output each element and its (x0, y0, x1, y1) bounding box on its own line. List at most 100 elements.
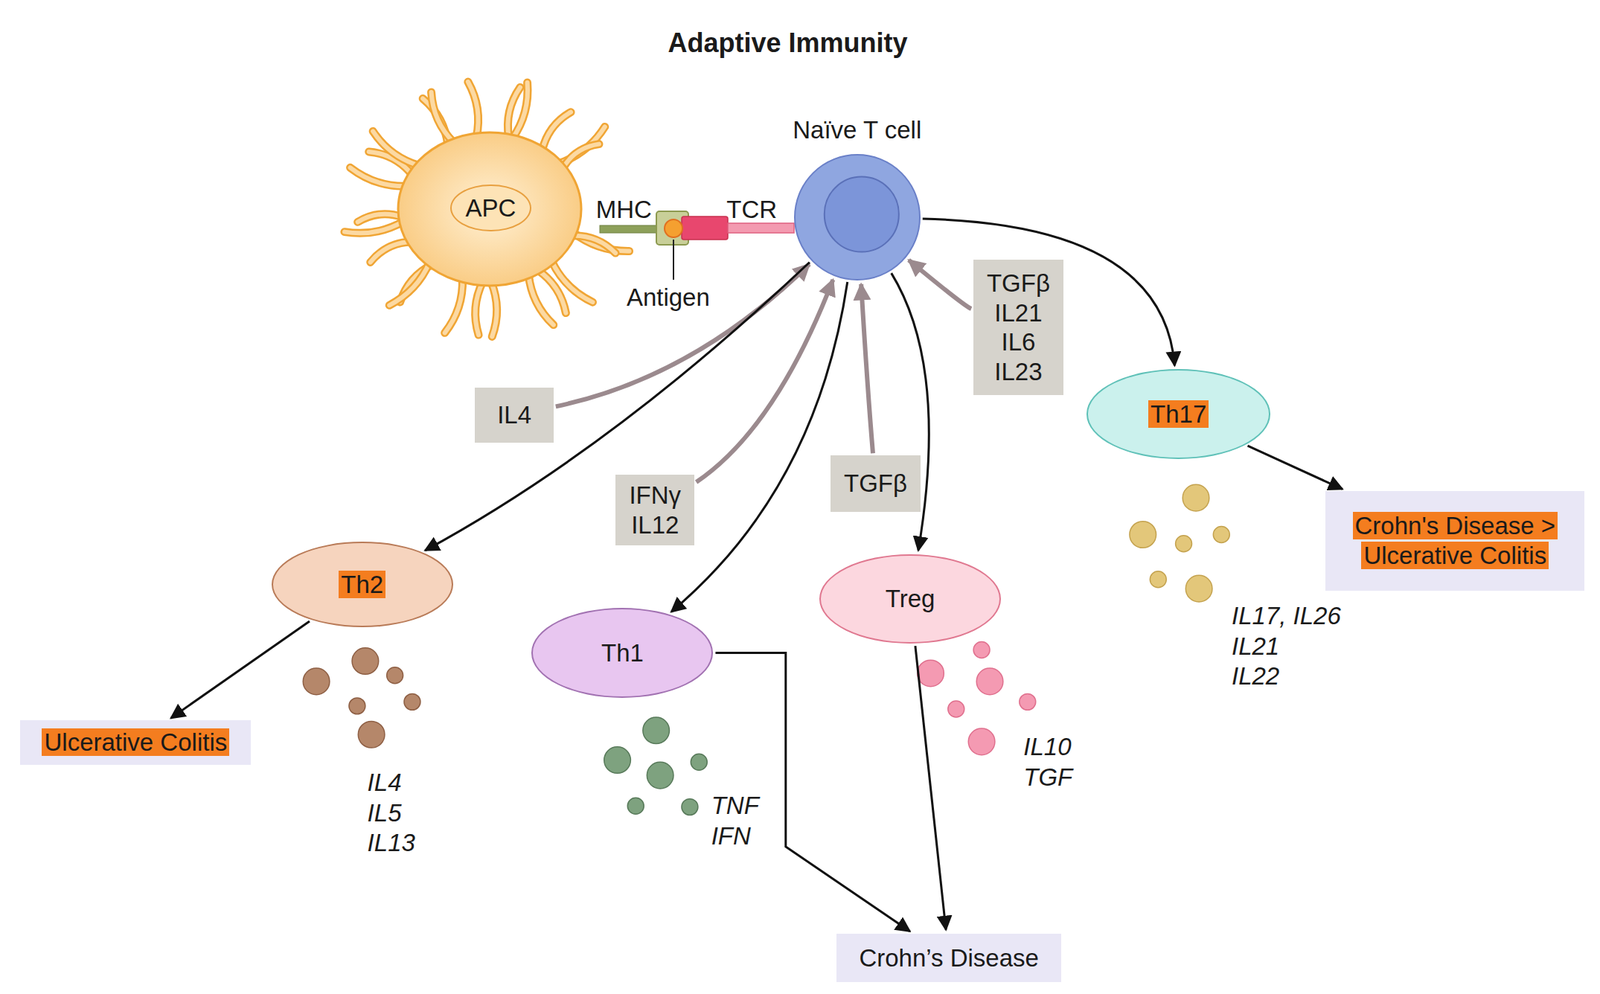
tcr-stalk (727, 223, 795, 233)
cytokine-label: IL17, IL26 (1231, 602, 1342, 631)
dendrite (475, 282, 483, 335)
dendrite (372, 130, 419, 166)
differentiation-arrow (1248, 445, 1343, 489)
cytokine-dots (302, 484, 1230, 815)
dendrite (571, 235, 616, 254)
differentiation-arrow (171, 621, 310, 719)
apc-body (398, 132, 582, 286)
part-label: MHC (596, 195, 652, 224)
cell-ellipse: Treg (819, 554, 1001, 645)
node-text: IL4 (497, 400, 532, 431)
dendrite (344, 221, 404, 233)
cytokine-label: IL5 (367, 799, 402, 828)
dendrite (350, 167, 407, 187)
cytokine-dot (604, 747, 632, 774)
node-text: APC (465, 193, 517, 224)
tcr-block (681, 216, 728, 240)
cytokine-label: TGF (1023, 763, 1073, 792)
node-text: Crohn’s Disease (858, 943, 1039, 974)
node-text: TGFβ IL21 IL6 IL23 (986, 268, 1051, 387)
dendrite (370, 241, 412, 262)
dendrites (344, 81, 630, 337)
cytokine-dot (627, 797, 644, 815)
node-text: Th1 (601, 638, 644, 669)
cell-ellipse: Th17 (1086, 369, 1271, 460)
t-cell: Naïve T cell (794, 154, 921, 281)
cytokine-dot (352, 648, 379, 675)
dendrite (468, 81, 479, 137)
cytokine-label: TNF (711, 791, 760, 821)
cytokine-dot (642, 717, 670, 745)
node-text: Treg (885, 584, 936, 614)
dendrite (571, 235, 616, 254)
cytokine-label: IL22 (1231, 662, 1280, 691)
cell-ellipse: Th1 (531, 608, 713, 699)
cytokine-dot (973, 641, 990, 658)
node-text: TGFβ (843, 468, 908, 499)
disease-box: Crohn’s Disease (836, 933, 1062, 984)
dendrite (389, 262, 430, 306)
part-label: TCR (726, 195, 777, 224)
node-text: Crohn's Disease > Ulcerative Colitis (1326, 511, 1583, 571)
diagram-title: Adaptive Immunity (668, 27, 908, 59)
highlight: Th17 (1148, 400, 1209, 428)
cytokine-dot (968, 728, 995, 756)
dendrite (541, 112, 571, 152)
cytokine-dot (1182, 484, 1210, 512)
dendrite (562, 144, 600, 169)
dendrite (528, 274, 553, 326)
cytokine-label: IL10 (1023, 733, 1071, 762)
highlight: Th2 (338, 570, 386, 599)
dendrite (562, 144, 600, 169)
cytokine-dot (1019, 693, 1036, 710)
cytokine-dot (948, 701, 965, 718)
highlight: Crohn's Disease > Ulcerative Colitis (1352, 512, 1559, 570)
cytokine-box: IFNγ IL12 (615, 474, 695, 546)
dendrite (372, 130, 419, 166)
dendrite (357, 214, 403, 223)
dendrite (357, 214, 403, 223)
dendrite (445, 278, 463, 333)
t-cell-nucleus (823, 176, 901, 254)
dendrite (541, 112, 571, 152)
cytokine-dot (1149, 571, 1167, 588)
cytokine-dot (302, 668, 330, 696)
cytokine-label: IL4 (367, 768, 402, 798)
cytokine-box: TGFβ IL21 IL6 IL23 (973, 259, 1064, 396)
part-label: Antigen (626, 283, 710, 312)
cytokine-dot (1213, 526, 1230, 544)
cytokine-arrow (555, 264, 810, 407)
cytokine-dot (917, 660, 945, 687)
cytokine-label: IFN (711, 822, 751, 851)
cytokine-label: IL13 (367, 829, 416, 858)
cytokine-dot (681, 799, 699, 816)
dendrite (350, 167, 407, 187)
cell-ellipse: Th2 (271, 541, 454, 628)
dendrite (370, 241, 412, 262)
dendrite (468, 81, 479, 137)
dendrite (528, 274, 553, 326)
cytokine-dot (404, 693, 421, 710)
dendrite (491, 282, 498, 337)
dendrite (512, 82, 528, 139)
disease-box: Crohn's Disease > Ulcerative Colitis (1325, 491, 1585, 591)
dendrite (431, 92, 454, 143)
cytokine-dot (357, 721, 385, 748)
cytokine-arrow (696, 279, 834, 483)
cytokine-label: IL21 (1231, 632, 1280, 661)
dendrite (431, 92, 454, 143)
antigen (664, 219, 683, 238)
highlight: Ulcerative Colitis (41, 728, 230, 757)
dendrite (445, 278, 463, 333)
dendrite (389, 262, 430, 306)
dendrite (512, 82, 528, 139)
cytokine-arrow (861, 284, 873, 454)
cytokine-arrow (908, 259, 972, 309)
cytokine-box: TGFβ (830, 455, 921, 512)
cytokine-dot (1185, 575, 1213, 603)
dendrite (491, 282, 498, 337)
node-text: Th17 (1148, 399, 1209, 430)
dendrite (344, 221, 404, 233)
differentiation-arrow (671, 282, 848, 612)
cytokine-dot (386, 667, 404, 684)
